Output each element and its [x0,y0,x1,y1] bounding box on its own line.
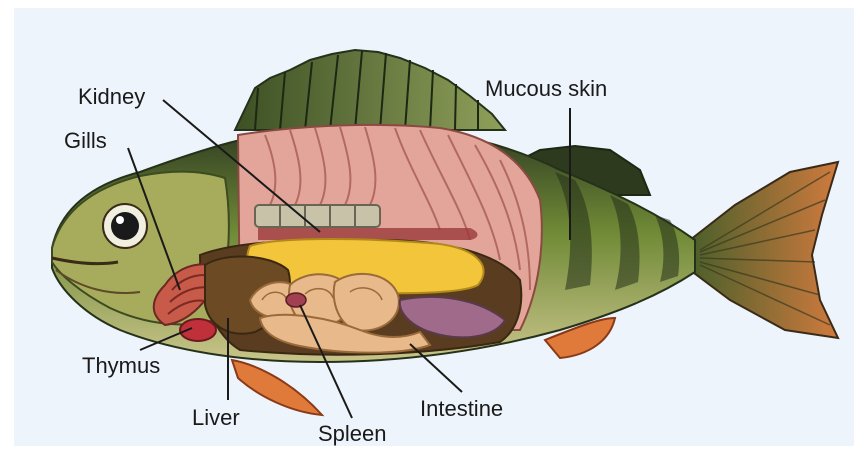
vertebral-column [255,205,380,227]
liver-label: Liver [192,407,240,429]
thymus-label: Thymus [82,355,160,377]
mucous-skin-label: Mucous skin [485,78,607,100]
kidney-label: Kidney [78,86,145,108]
spleen-label: Spleen [318,423,387,445]
spleen-organ [286,293,306,307]
intestine-label: Intestine [420,398,503,420]
kidney-organ [258,228,478,240]
gills-label: Gills [64,130,107,152]
